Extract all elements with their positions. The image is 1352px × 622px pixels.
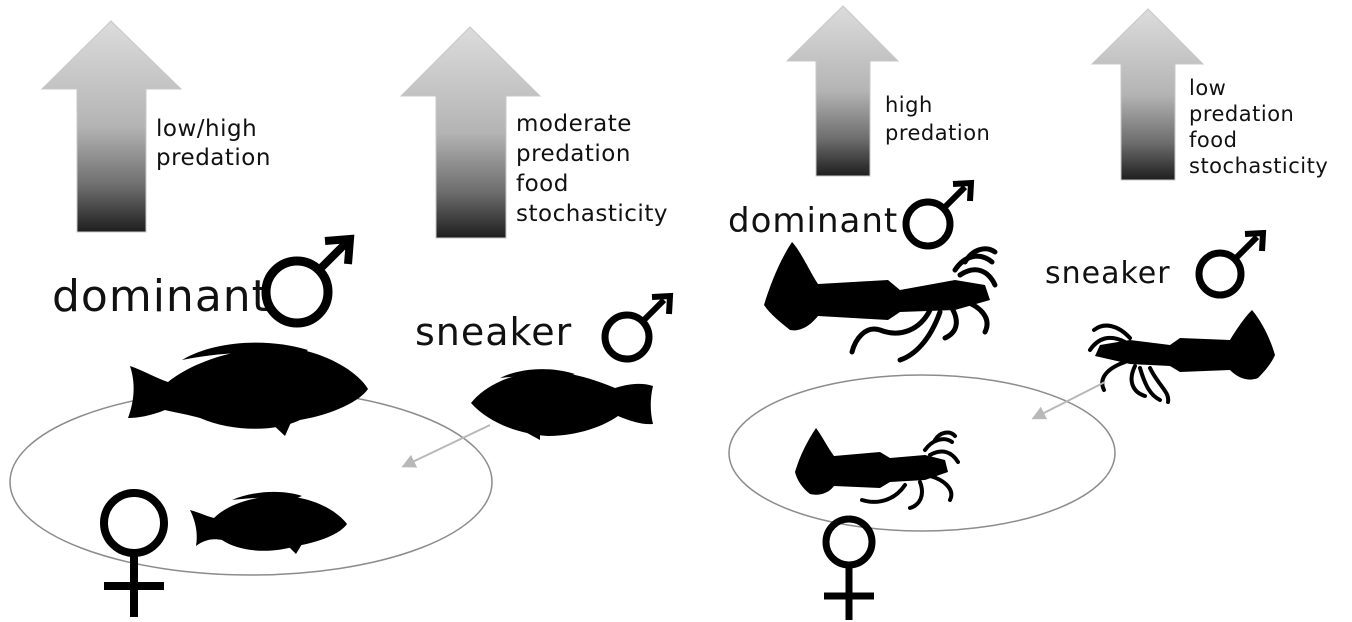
arrow-label-line: food — [1189, 128, 1237, 152]
male-symbol-icon — [906, 183, 971, 246]
arrow-label: high predation — [885, 93, 990, 145]
dominant-label: dominant — [52, 271, 270, 322]
sneaker-label: sneaker — [1045, 256, 1171, 291]
arrow-label-line: low/high — [156, 116, 257, 142]
arrow-label-line: predation — [516, 141, 631, 167]
predation-arrow-fish-2: moderate predation food stochasticity — [401, 27, 668, 238]
arrow-label-line: stochasticity — [516, 201, 668, 227]
arrow-label-line: high — [885, 93, 933, 117]
gradient-up-arrow-icon — [787, 6, 898, 176]
sneaker-label: sneaker — [415, 310, 572, 354]
fish-panel: low/high predation moderate predation fo… — [10, 21, 670, 617]
male-symbol-icon — [1199, 233, 1263, 295]
arrow-label-line: predation — [156, 145, 271, 171]
arrow-label-line: food — [516, 171, 569, 197]
dominant-label: dominant — [728, 201, 898, 241]
sneaker-squid-silhouette-icon — [1090, 310, 1275, 402]
mating-area-ellipse — [729, 375, 1115, 531]
female-symbol-icon — [104, 493, 164, 617]
male-symbol-icon — [605, 296, 670, 359]
predation-arrow-squid-1: high predation — [787, 6, 990, 176]
sneaker-approach-arrow — [1034, 382, 1105, 418]
female-fish-silhouette-icon — [190, 492, 347, 554]
arrow-label: low predation food stochasticity — [1189, 76, 1328, 178]
predation-arrow-squid-2: low predation food stochasticity — [1092, 9, 1328, 180]
arrow-label: moderate predation food stochasticity — [516, 111, 668, 227]
male-symbol-icon — [266, 239, 350, 323]
sneaker-approach-arrow — [404, 425, 490, 466]
gradient-up-arrow-icon — [1092, 9, 1203, 180]
arrow-label-line: predation — [1189, 102, 1294, 126]
arrow-label-line: predation — [885, 121, 990, 145]
sneaker-fish-silhouette-icon — [471, 369, 653, 440]
arrow-label-line: stochasticity — [1189, 154, 1328, 178]
arrow-label-line: low — [1189, 76, 1226, 100]
arrow-label-line: moderate — [516, 111, 632, 137]
arrow-label: low/high predation — [156, 116, 271, 171]
female-squid-silhouette-icon — [795, 428, 958, 508]
dominant-squid-silhouette-icon — [764, 242, 995, 360]
predation-arrow-fish-1: low/high predation — [42, 21, 271, 232]
squid-panel: high predation low predation food stocha… — [728, 6, 1328, 620]
dominant-fish-silhouette-icon — [128, 343, 368, 436]
female-symbol-icon — [824, 519, 874, 620]
